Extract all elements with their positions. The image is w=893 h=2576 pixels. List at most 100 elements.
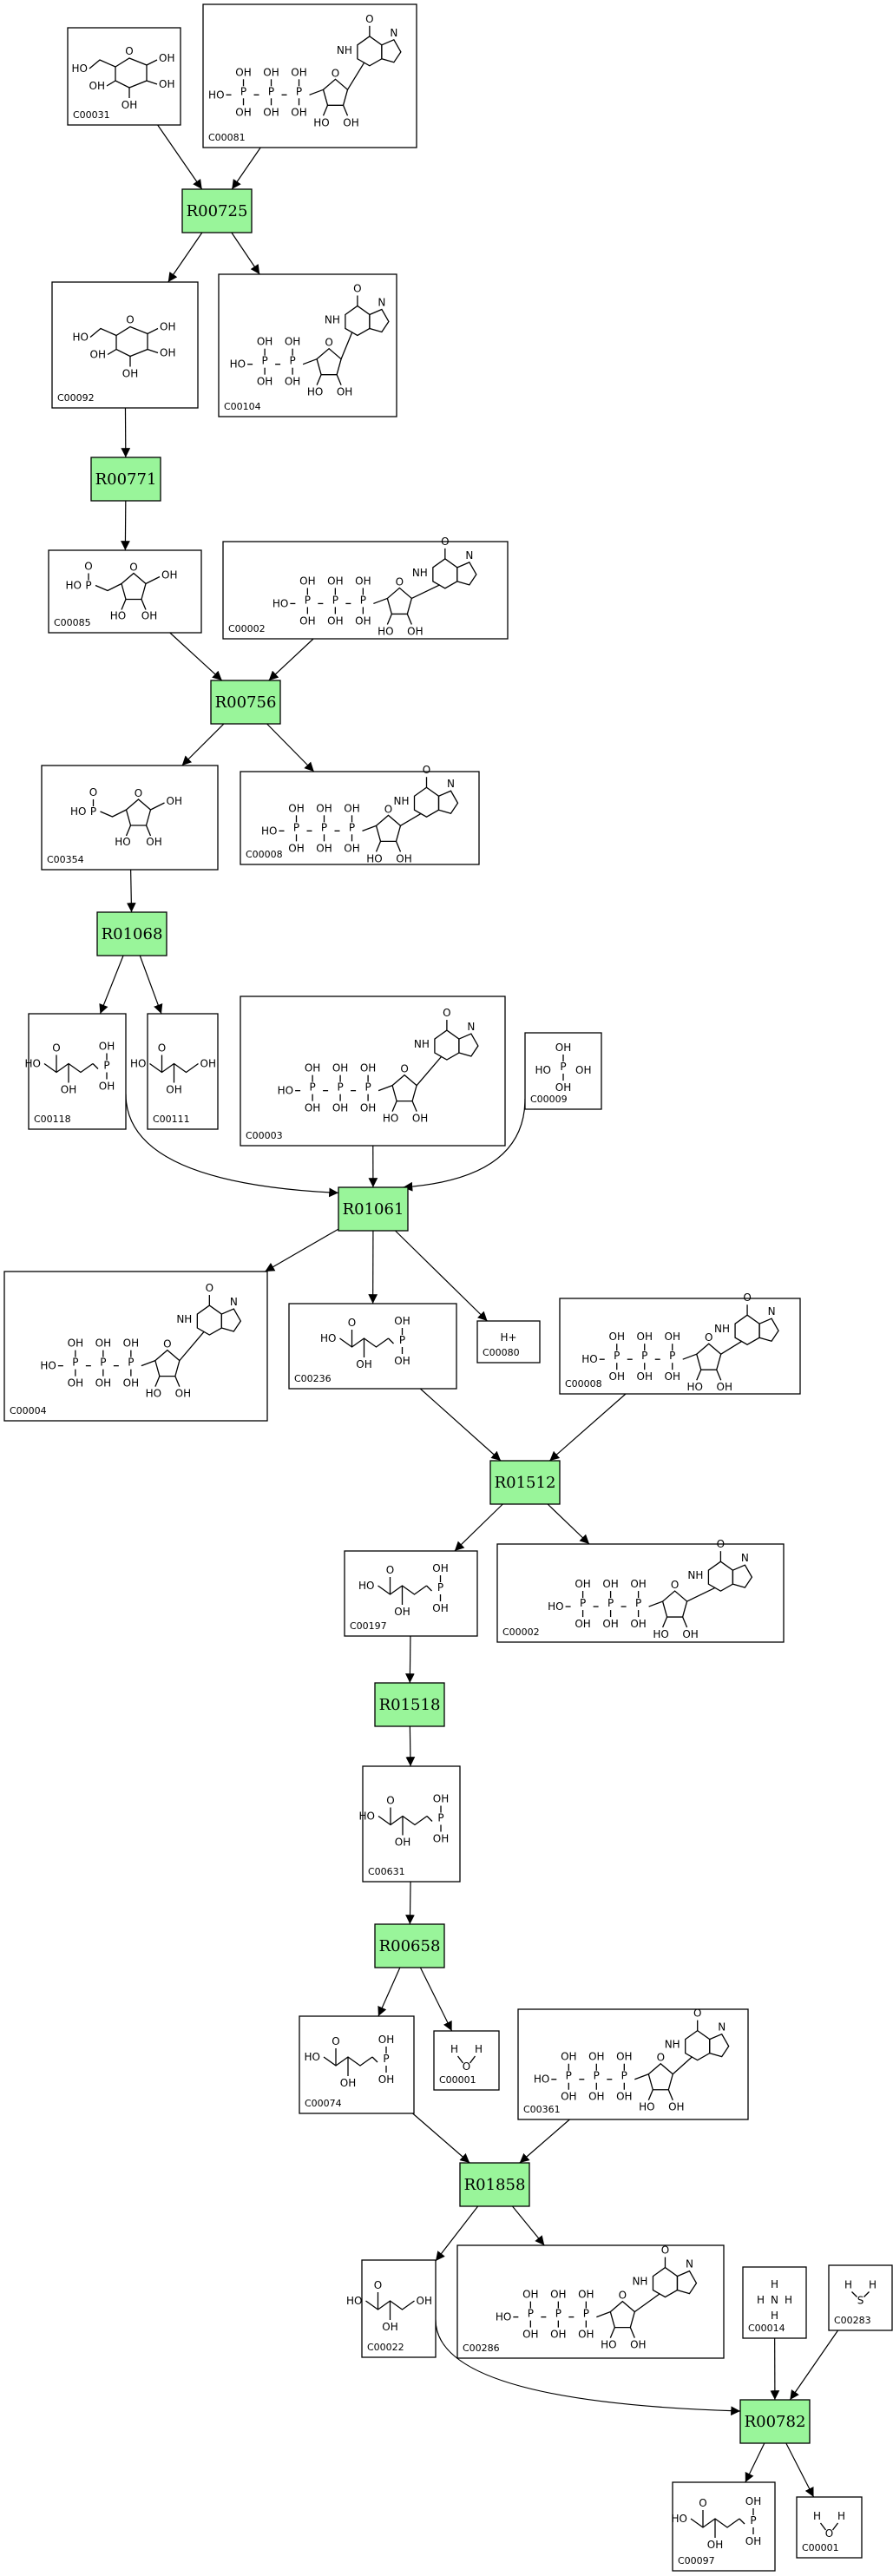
reaction-node-r00658[interactable]: R00658 [374, 1923, 445, 1968]
bond [609, 2327, 615, 2338]
atom-label: OH [561, 2091, 576, 2103]
bond [95, 582, 122, 592]
atom-label: OH [682, 1628, 698, 1640]
reaction-node-r00725[interactable]: R00725 [181, 188, 253, 233]
atom-label: OH [432, 1562, 448, 1574]
atom-label: HO [115, 836, 130, 848]
atom-label: P [293, 821, 299, 833]
atom-label: HO [272, 597, 288, 609]
atom-label: N [718, 2021, 726, 2034]
bond [316, 374, 322, 385]
atom-label: P [560, 1061, 566, 1073]
atom-label: NH [665, 2039, 680, 2051]
atom-label: OH [637, 1331, 653, 1343]
atom-label: H [450, 2043, 458, 2055]
compound-id-label: C00092 [57, 392, 95, 404]
reaction-node-r01068[interactable]: R01068 [96, 911, 167, 956]
edge-r01068-c00111 [139, 955, 163, 1015]
atom-label: O [671, 1579, 679, 1591]
bond [121, 599, 127, 610]
atom-label: N [378, 296, 385, 308]
atom-label: O [423, 764, 430, 776]
atom-label: P [360, 594, 366, 606]
reaction-node-r00756[interactable]: R00756 [210, 680, 281, 725]
atom-label: OH [630, 1578, 646, 1590]
reaction-node-r01512[interactable]: R01512 [489, 1460, 561, 1505]
atom-label: OH [588, 2091, 604, 2103]
compound-node-c00080[interactable]: H+C00080 [476, 1320, 541, 1364]
bond [89, 327, 117, 338]
atom-label: OH [90, 349, 106, 361]
edge-c00022-r00782 [435, 2319, 741, 2416]
atom-label: OH [161, 569, 177, 582]
compound-id-label: C00008 [246, 849, 283, 860]
bond [145, 575, 161, 585]
atom-label: P [555, 2308, 561, 2320]
atom-label: OH [316, 842, 332, 854]
bond [647, 2089, 653, 2100]
atom-label: HO [66, 580, 82, 592]
reaction-node-r01858[interactable]: R01858 [459, 2162, 530, 2207]
atom-label: O [332, 67, 339, 79]
atom-label: P [669, 1350, 675, 1362]
atom-label: OH [602, 1618, 618, 1630]
atom-label: OH [609, 1370, 625, 1383]
atom-label: OH [394, 1355, 410, 1367]
atom-label: OH [344, 842, 359, 854]
edge-r01061-c00080 [395, 1230, 488, 1322]
reaction-label: R01512 [495, 1474, 556, 1492]
atom-label: HO [548, 1600, 563, 1613]
atom-label: O [332, 2035, 339, 2047]
atom-label: NH [414, 1038, 430, 1050]
atom-label: N [447, 778, 455, 790]
bond [150, 802, 165, 811]
atom-label: O [353, 282, 361, 294]
ring [661, 1590, 688, 1618]
reaction-node-r00782[interactable]: R00782 [739, 2399, 811, 2444]
reaction-label: R01061 [343, 1200, 404, 1219]
reaction-node-r01061[interactable]: R01061 [338, 1186, 409, 1232]
atom-label: OH [378, 2034, 394, 2046]
atom-label: HO [383, 1113, 398, 1125]
reaction-node-r01518[interactable]: R01518 [374, 1682, 445, 1727]
compound-id-label: C00001 [802, 2542, 839, 2553]
atom-label: HO [378, 625, 393, 637]
compound-id-label: C00361 [523, 2104, 561, 2115]
compound-box [147, 1013, 219, 1130]
atom-label: HO [366, 852, 382, 864]
atom-label: OH [396, 852, 411, 864]
reaction-node-r00771[interactable]: R00771 [90, 457, 161, 502]
